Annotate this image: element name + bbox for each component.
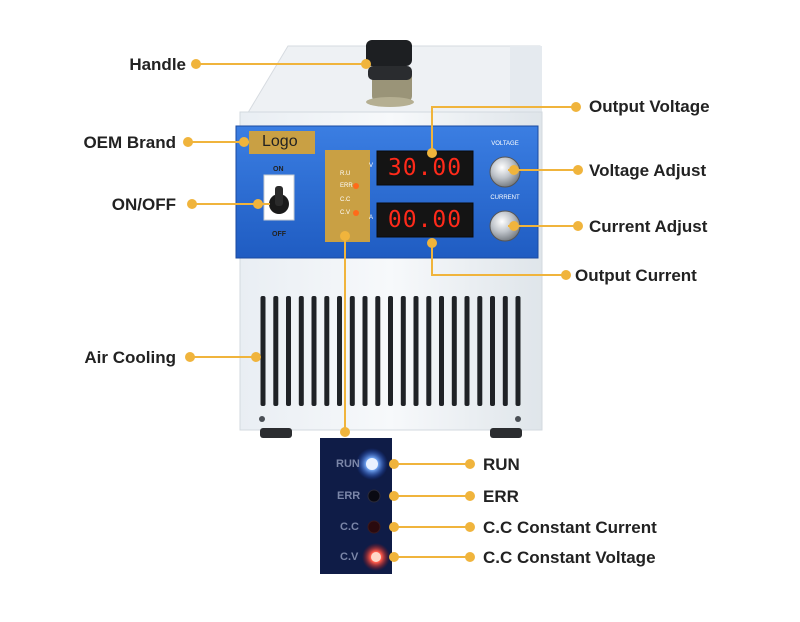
vent-slot (388, 296, 393, 406)
callout-on-off: ON/OFF (111, 195, 176, 214)
callout-oem-brand: OEM Brand (83, 133, 176, 152)
vent-slot (464, 296, 470, 406)
voltage-display-frame (376, 150, 474, 186)
voltage-unit: V (369, 163, 374, 169)
mini-led-err: ERR (340, 183, 353, 189)
air-vent (260, 296, 521, 406)
handle-illustration (366, 40, 414, 107)
mini-led-cv: C.V (340, 210, 351, 216)
callout-handle: Handle (129, 55, 186, 74)
callout-current-adjust: Current Adjust (589, 217, 708, 236)
callout-dots (183, 59, 583, 562)
voltage-knob (489, 156, 521, 188)
vent-slot (298, 296, 304, 406)
switch-on-label: ON (273, 166, 284, 173)
indicator-cv-label: C.V (340, 551, 359, 563)
vent-slot (273, 296, 279, 406)
callout-output-current: Output Current (575, 266, 697, 285)
current-knob-label: CURRENT (490, 195, 520, 201)
current-display-frame (376, 202, 474, 238)
voltage-knob-label: VOLTAGE (491, 141, 519, 147)
vent-slot (260, 296, 266, 406)
vent-slot (451, 296, 457, 406)
vent-slot (362, 296, 368, 406)
mini-led-ru: R.U (340, 171, 351, 177)
mini-led-cc: C.C (340, 197, 351, 203)
callout-voltage-adjust: Voltage Adjust (589, 161, 707, 180)
switch-off-label: OFF (272, 231, 286, 238)
vent-slot (490, 296, 495, 406)
vent-slot (311, 296, 317, 406)
current-unit: A (369, 215, 374, 221)
vent-slot (426, 296, 432, 406)
logo-text: Logo (262, 133, 298, 150)
indicator-err-label: ERR (337, 490, 361, 502)
indicator-run-label: RUN (336, 458, 360, 470)
indicator-cc-label: C.C (340, 521, 359, 533)
callout-output-voltage: Output Voltage (589, 97, 710, 116)
callout-run: RUN (483, 455, 520, 474)
vent-slot (349, 296, 355, 406)
vent-slot (502, 296, 508, 406)
vent-slot (337, 296, 342, 406)
vent-slot (324, 296, 330, 406)
vent-slot (400, 296, 406, 406)
vent-slot (286, 296, 291, 406)
mini-led-strip (325, 150, 370, 242)
vent-slot (375, 296, 381, 406)
callout-lines (188, 63, 578, 558)
voltage-display: 30.00 (387, 155, 463, 181)
callout-cc-current: C.C Constant Current (483, 518, 657, 537)
logo-box (249, 131, 315, 154)
callout-air-cooling: Air Cooling (84, 348, 176, 367)
callout-cc-voltage: C.C Constant Voltage (483, 548, 656, 567)
vent-slot (413, 296, 419, 406)
current-display: 00.00 (387, 207, 463, 233)
vent-slot (477, 296, 483, 406)
callout-err: ERR (483, 487, 519, 506)
vent-slot (439, 296, 444, 406)
vent-slot (515, 296, 521, 406)
